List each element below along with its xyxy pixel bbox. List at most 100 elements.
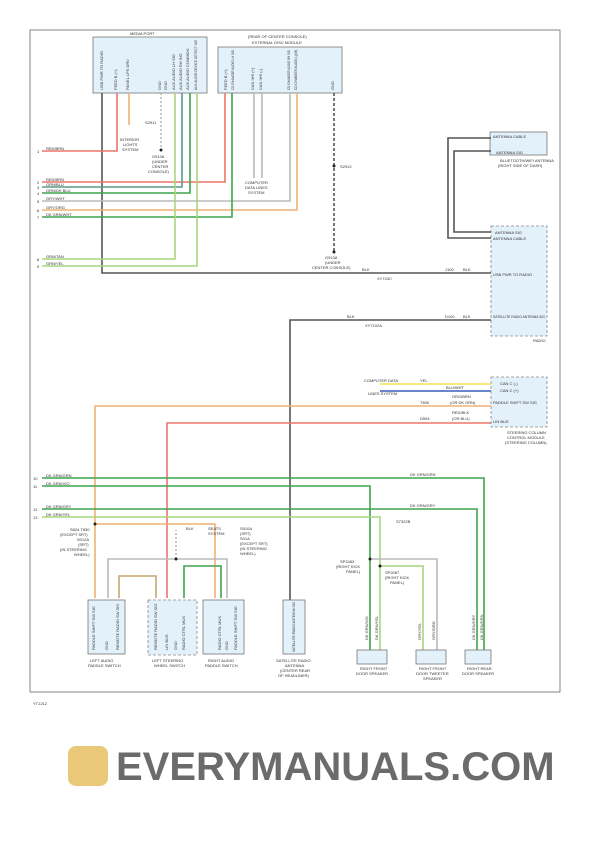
pin-label: CAN C (-) [500, 381, 518, 386]
diagram-label: 10 [33, 476, 38, 481]
left-steering-wheel-switch: REMOTE RADIO SW SIG LIN BUS GND RADIO CT… [147, 599, 198, 668]
diagram-label: (OR BLU) [452, 416, 470, 421]
diagram-label: D594 [420, 416, 430, 421]
diagram-label: EVERYMANUALS.COM [116, 745, 555, 789]
diagram-label: DK GRN/GRN [410, 472, 436, 477]
diagram-label: 9 [37, 264, 40, 269]
wires [42, 93, 491, 650]
wire-antenna-cable [447, 137, 491, 239]
diagram-label: WHEEL) [240, 551, 256, 556]
diagram-label: REMOTE RADIO SW SIG [115, 604, 120, 650]
pin-label: GND [163, 81, 168, 90]
diagram-label: LIN BUS [164, 634, 169, 650]
pin-label: FEED B (+) [113, 69, 118, 90]
diagram-label: PANEL) [390, 580, 405, 585]
diagram-label: GRN/BLU [46, 182, 64, 187]
diagram-label: (RIGHT KICK [385, 575, 409, 580]
external-disc-module: (REAR OF CENTER CONSOLE) EXTERNAL DISC M… [217, 34, 343, 94]
diagram-label: RIGHT FRONT [360, 666, 388, 671]
satellite-radio-antenna: SATELLITE RADIO ANTENNA SIG SATELLITE RA… [276, 599, 311, 678]
diagram-label: DK GRN/VIO [364, 616, 369, 640]
diagram-label: CENTER CONSOLE) [312, 265, 351, 270]
diagram-label: WHEEL) [74, 552, 90, 557]
pin-label: CD CHANGER AUDIO (-)(M) [293, 49, 298, 90]
diagram-label: BLK [463, 314, 471, 319]
diagram-label: (EXCEPT SRT) [60, 532, 88, 537]
wire-1 [42, 93, 118, 152]
diagram-label: DOOR TWEETER [416, 671, 449, 676]
diagram-label: RADIO CTRL MUX [181, 616, 186, 650]
media-port-title: MEDIA PORT [130, 31, 155, 36]
pin-label: USB PWR TO RADIO [493, 272, 532, 277]
diagram-label: DK GRN/YEL [374, 615, 379, 640]
diagram-label: DK GRN/YEL [46, 512, 71, 517]
pin-label: SATELLITE RADIO ANTENNA SIG [493, 314, 545, 319]
diagram-label: SYSTEM [122, 147, 138, 152]
diagram-label: BLK [362, 267, 370, 272]
diagram-label: SYSTEM [208, 531, 224, 536]
diagram-label: LINES SYSTEM [368, 391, 397, 396]
diagram-label: 12 [33, 507, 38, 512]
diagram-label: GND [224, 641, 229, 650]
diagram-label: GND [173, 641, 178, 650]
diagram-label: S012A [77, 537, 89, 542]
diagram-label: RIGHT FRONT [419, 666, 447, 671]
wire-gry-org [370, 558, 438, 650]
diagram-label: 4 [37, 191, 40, 196]
diagram-label: DK GRN/GRN [479, 614, 484, 640]
diagram-label: T830 [420, 400, 430, 405]
diagram-label: SATELLITE RADIO ANTENNA SIG [291, 602, 296, 652]
wire-6 [42, 93, 298, 211]
wire-8 [42, 93, 176, 260]
diagram-label: DK GRN/GRN [46, 473, 72, 478]
diagram-label: RED/BRN [46, 177, 64, 182]
diagram-label: XY7102A [365, 323, 382, 328]
wire-10 [42, 477, 485, 650]
radio-module: ANTENNA SIG ANTENNA CABLE USB PWR TO RAD… [490, 225, 548, 343]
diagram-label: PADDLE SHIFT SW SIG [233, 606, 238, 650]
diagram-label: ANTENNA [285, 663, 304, 668]
diagram-label: S2911 [145, 120, 157, 125]
diagram-label: LEFT STEERING [152, 658, 183, 663]
pin-label: ANTENNA CABLE [493, 134, 526, 139]
diagram-label: RIGHT REAR [467, 666, 492, 671]
diagram-label: SEATS [208, 526, 221, 531]
diagram-label: YEL [420, 378, 428, 383]
pin-label: CD CHANGER AUDIO LH SIG [230, 50, 235, 90]
wire-7 [42, 93, 233, 218]
wire-11 [42, 485, 371, 650]
diagram-label: INTERIOR [120, 137, 139, 142]
diagram-label: GRN/YEL [46, 261, 64, 266]
diagram-label: WHEEL SWITCH [154, 663, 185, 668]
pin-label: GND [157, 81, 162, 90]
diagram-label: 6 [37, 208, 40, 213]
diagram-label: DATA LINES [245, 185, 268, 190]
diagram-label: (IN STEERING [240, 546, 267, 551]
diagram-label: (UNDER [325, 260, 341, 265]
diagram-label: GND [104, 641, 109, 650]
pin-label: CAN IHS (+) [250, 67, 255, 90]
wire-satellite [289, 319, 491, 610]
diagram-label: (IN STEERING [60, 547, 87, 552]
diagram-label: (RIGHT KICK [336, 564, 360, 569]
diagram-label: SATELLITE RADIO [276, 658, 311, 663]
pin-label: CD CHANGER AUDIO RH SIG [286, 50, 291, 90]
pin-label: AUX AUDIO DEVICE DETECT SIG [193, 40, 198, 90]
steering-column-module: CAN C (-) CAN C (+) PADDLE SHIFT SW SIG … [490, 376, 548, 445]
component-name: CONTROL MODULE [507, 435, 545, 440]
diagram-label: DK GRN/GRY [46, 504, 72, 509]
diagram-label: G913A [325, 255, 338, 260]
diagram-label: CENTER [152, 164, 169, 169]
diagram-label: PADDLE SHIFT SW SIG [91, 606, 96, 650]
wire-13 [42, 516, 381, 650]
diagram-label: S01A [240, 536, 250, 541]
diagram-label: S2912 [340, 164, 352, 169]
pin-label: CAN C (+) [500, 388, 519, 393]
diagram-label: PANEL) [346, 569, 361, 574]
diagram-label: RED/BRN [46, 146, 64, 151]
diagram-label: BLK [186, 526, 194, 531]
diagram-label: GRY/YEL [417, 622, 422, 640]
diagram-label: SPEAKER [423, 676, 442, 681]
diagram-label: DK GRN/GRY [410, 503, 436, 508]
